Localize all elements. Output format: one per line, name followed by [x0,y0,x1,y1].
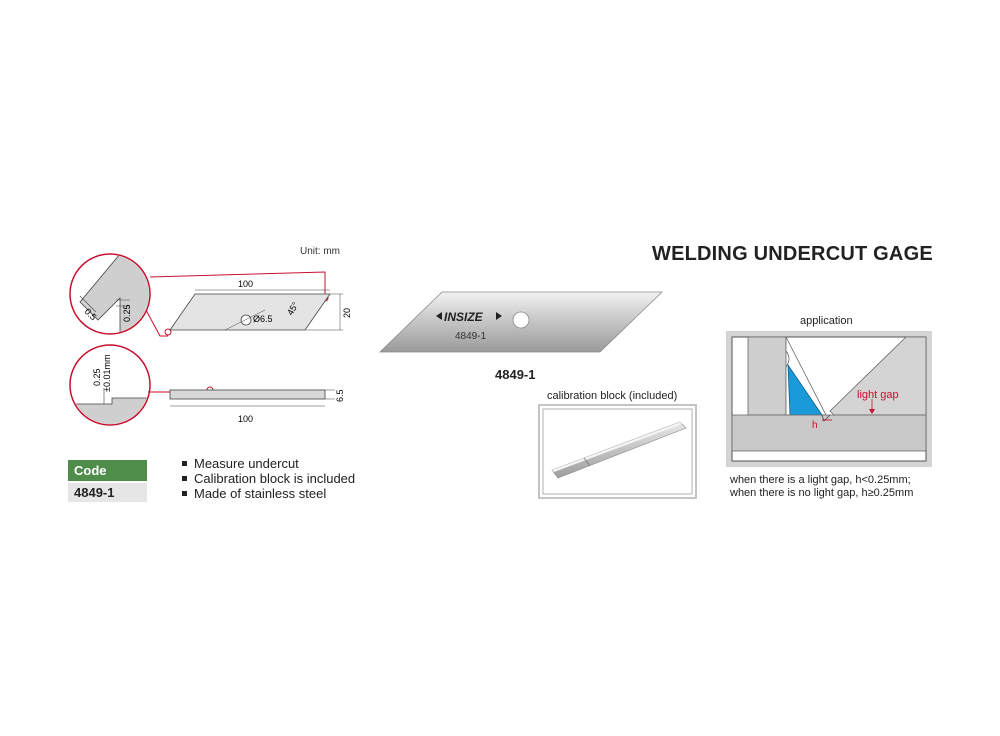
blade-model: 4849-1 [455,331,487,342]
unit-note: Unit: mm [300,246,340,257]
calibration-block-image [538,404,697,499]
detail-dim-tolerance: ±0.01mm [102,355,112,392]
note-no-light-gap: when there is no light gap, h≥0.25mm [730,487,914,499]
code-table: Code 4849-1 [68,460,147,502]
detail-edge-top [79,255,149,333]
note-light-gap: when there is a light gap, h<0.25mm; [730,474,911,486]
bullet-icon [182,491,187,497]
light-gap-label: light gap [857,389,899,401]
code-value: 4849-1 [68,483,147,502]
code-header: Code [68,460,147,481]
dim-width: 20 [342,308,352,318]
h-label: h [812,420,818,431]
feature-item: Made of stainless steel [180,486,355,501]
detail-dim-025-bottom: 0.25 [92,368,102,386]
bullet-icon [182,461,187,467]
feature-item: Measure undercut [180,456,355,471]
technical-drawing: 0.5 0.25 100 Ø6.5 45° 20 0.25 ±0.01mm 10… [69,253,352,426]
dim-hole: Ø6.5 [253,314,273,324]
product-blade-image: INSIZE 4849-1 [379,291,663,353]
dim-thickness: 6.5 [335,389,345,402]
svg-text:INSIZE: INSIZE [444,310,484,324]
blade-top-view [169,293,331,331]
dim-length-top: 100 [238,279,253,289]
feature-item: Calibration block is included [180,471,355,486]
insize-logo: INSIZE [436,310,502,324]
detail-dim-025-top: 0.25 [122,304,132,322]
calibration-label: calibration block (included) [547,390,678,402]
model-label: 4849-1 [495,367,536,382]
application-label: application [800,315,853,327]
bullet-icon [182,476,187,482]
application-note: when there is a light gap, h<0.25mm; whe… [730,474,913,500]
product-title: WELDING UNDERCUT GAGE [652,243,933,265]
blade-side-view [169,389,326,400]
dim-length-side: 100 [238,414,253,424]
application-image: light gap h [726,331,932,467]
feature-list: Measure undercut Calibration block is in… [180,456,355,501]
